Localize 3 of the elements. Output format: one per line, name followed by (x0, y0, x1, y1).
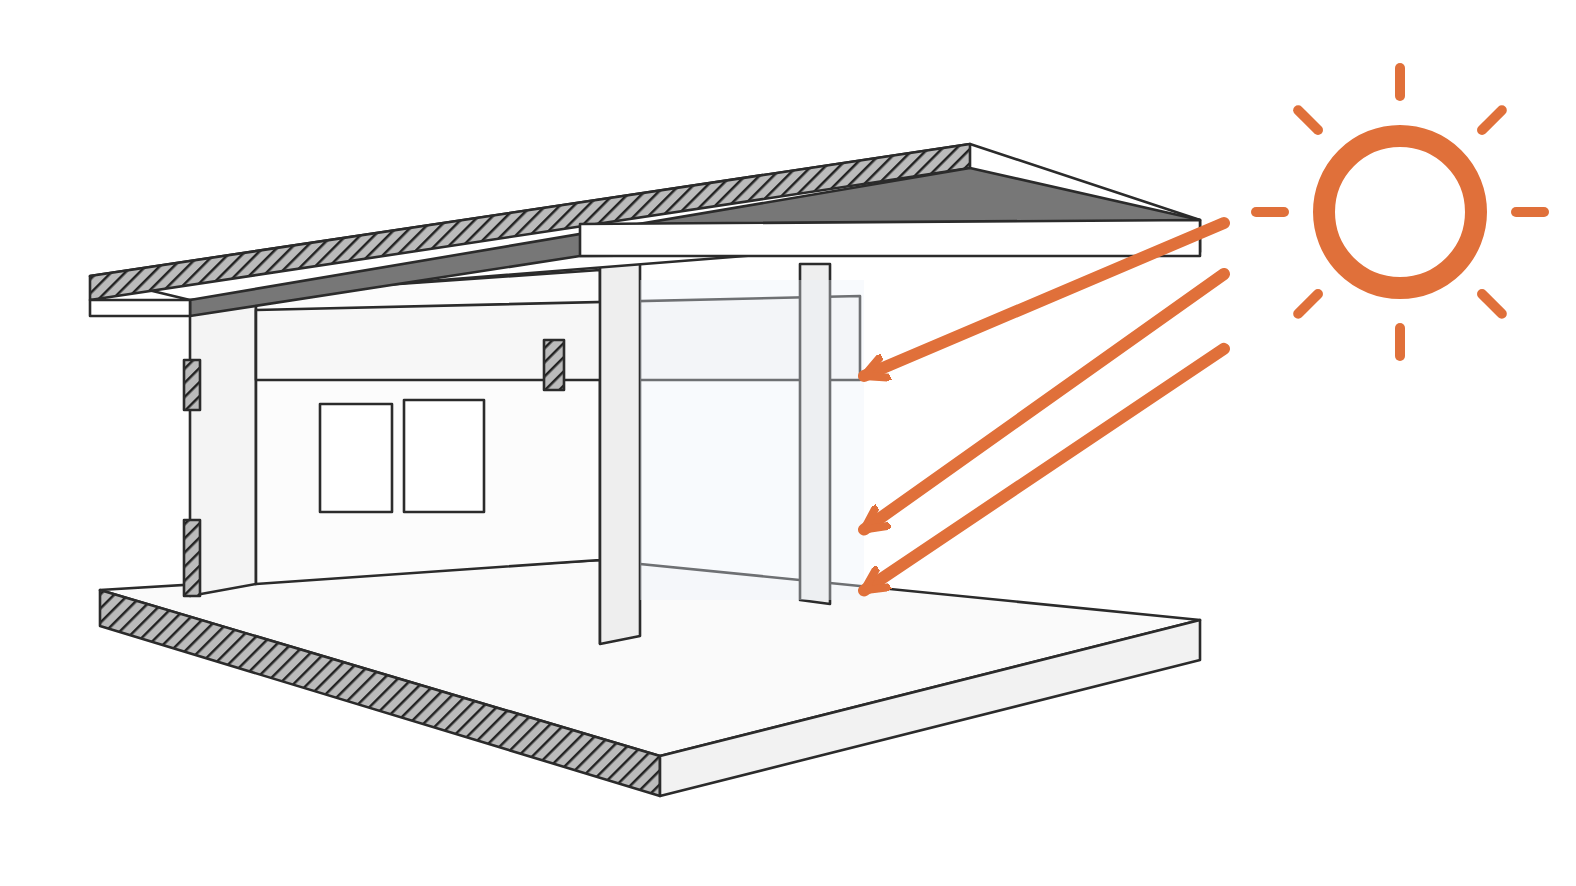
sun-ray-arrow (858, 268, 1230, 536)
sun-ray-arrow (858, 342, 1230, 597)
sun-ray-arrow (858, 217, 1230, 382)
